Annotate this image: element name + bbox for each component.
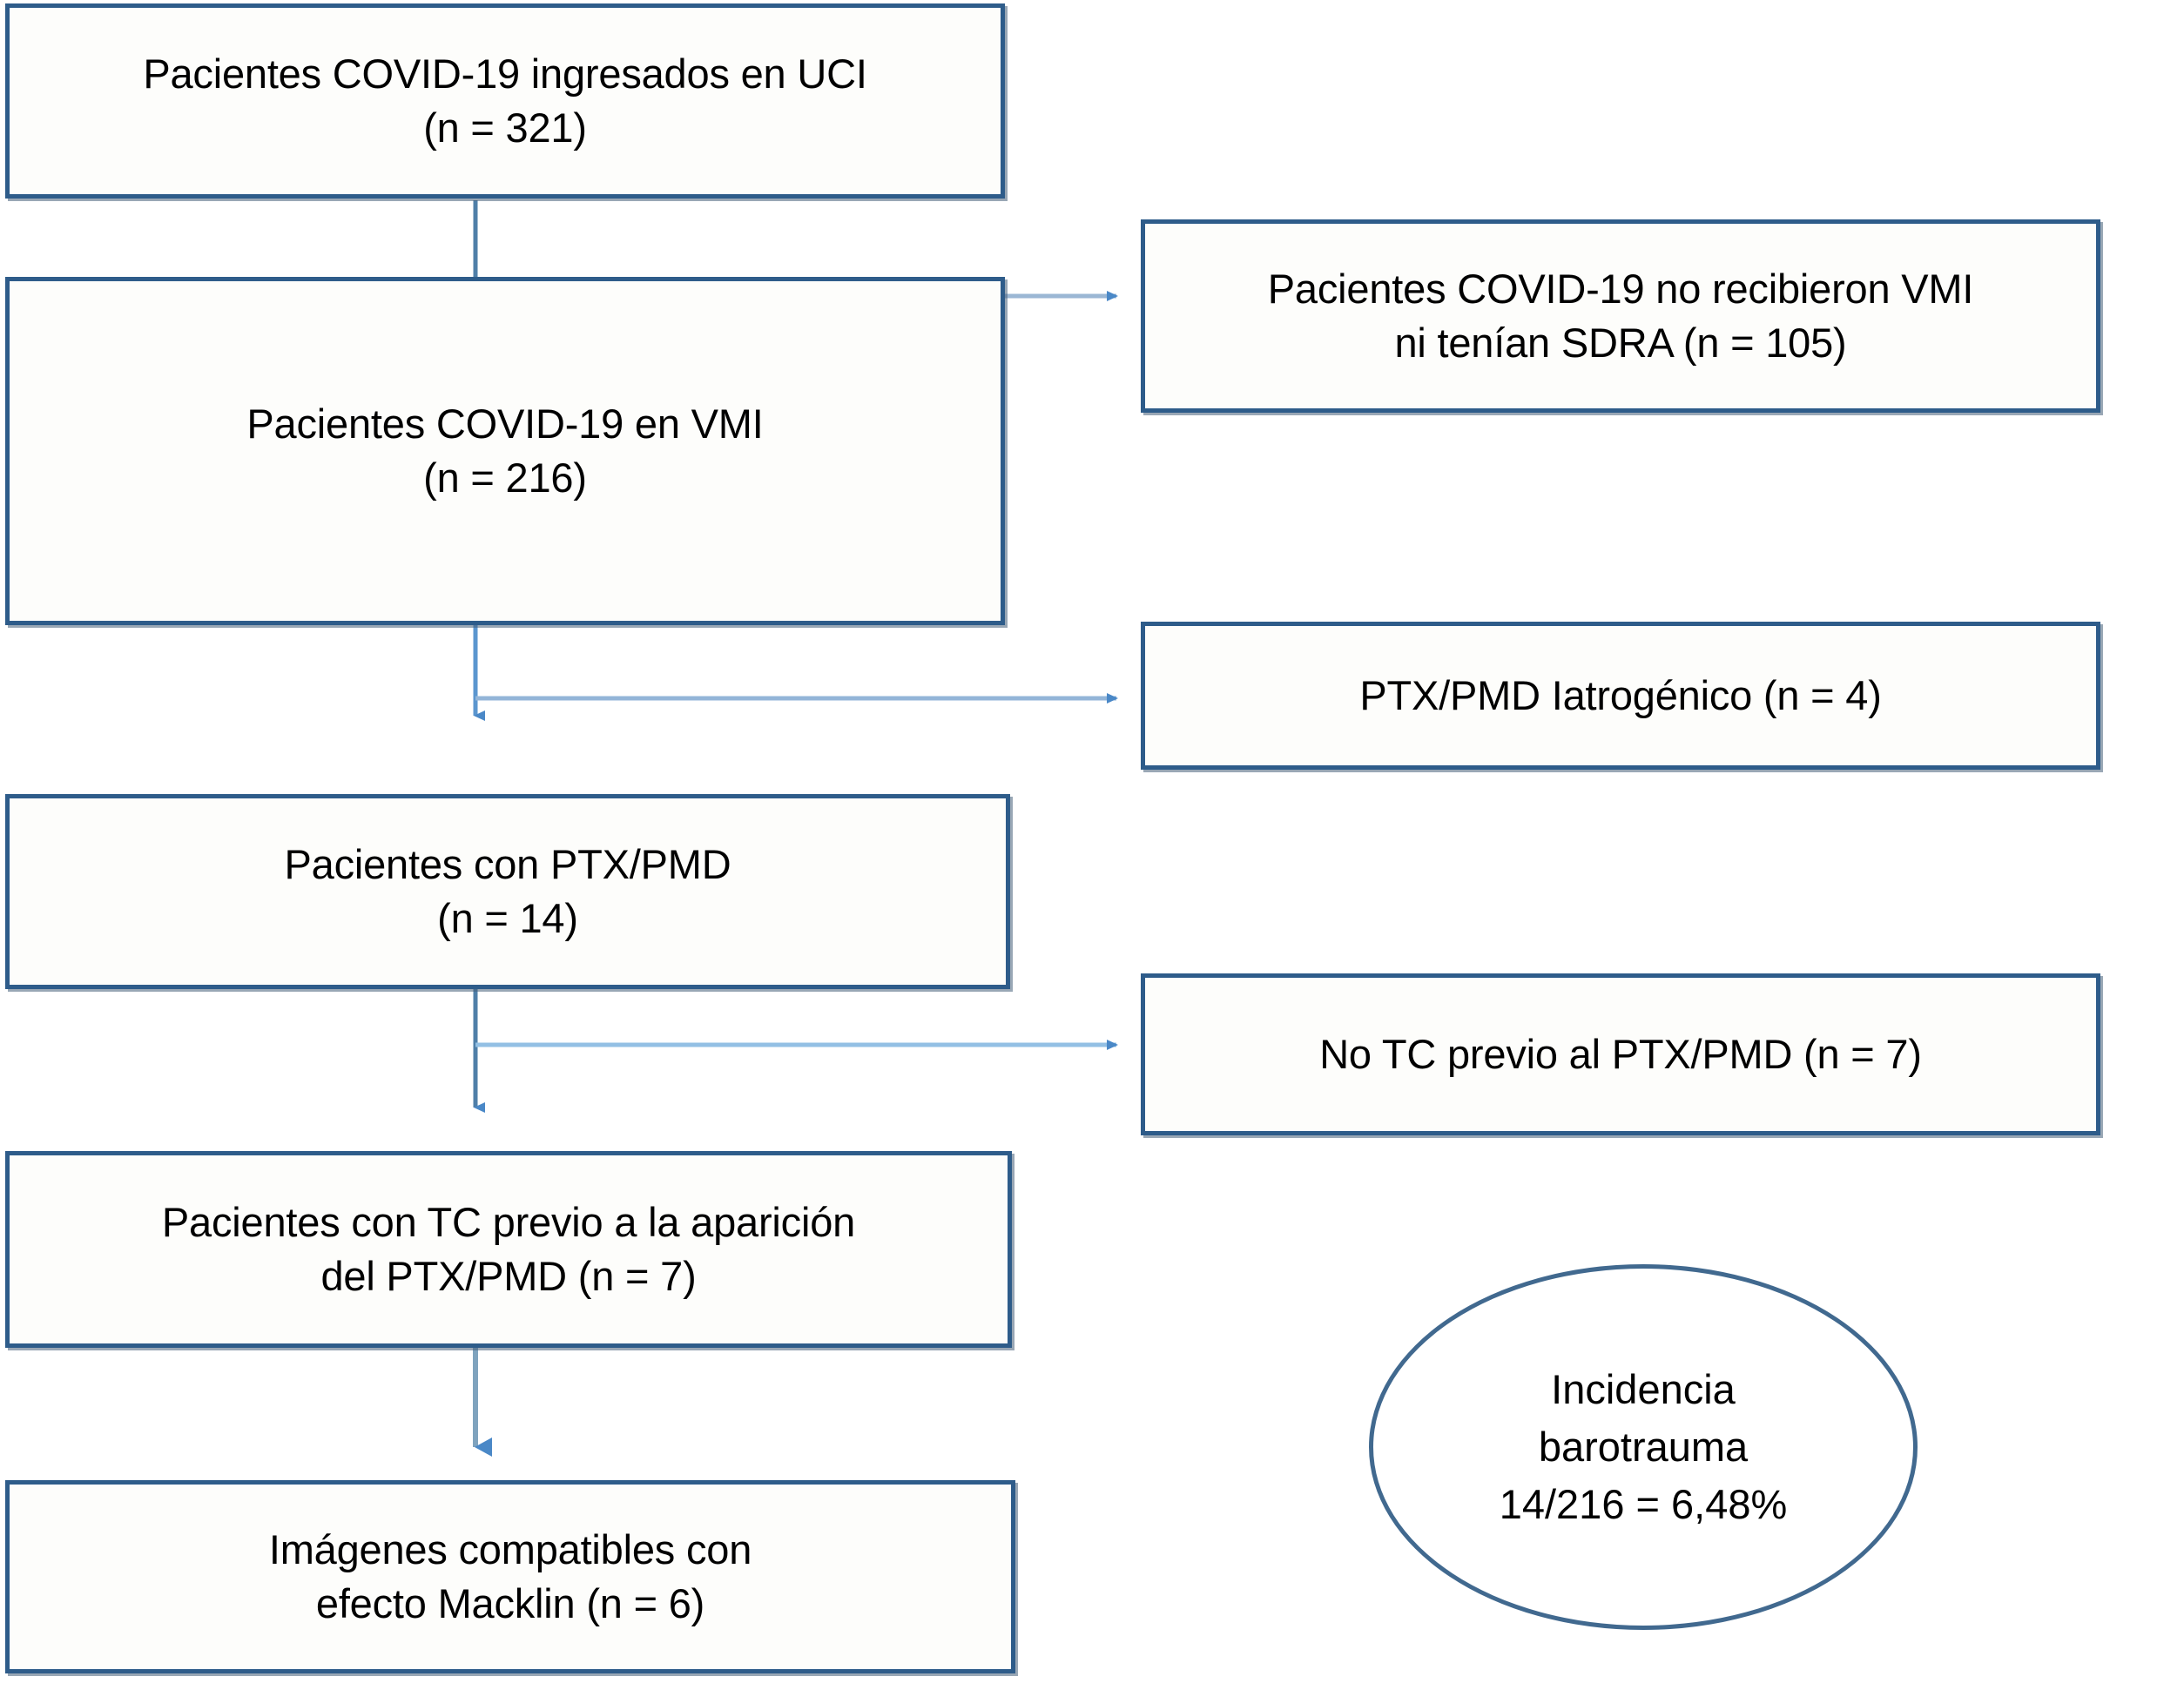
node-barotrauma-incidence[interactable]: Incidencia barotrauma 14/216 = 6,48% [1369,1264,1918,1630]
node-excluded-no-imv-no-ards[interactable]: Pacientes COVID-19 no recibieron VMI ni … [1141,219,2100,413]
node-excluded-no-imv-no-ards-label: Pacientes COVID-19 no recibieron VMI ni … [1267,265,1974,366]
node-macklin-images[interactable]: Imágenes compatibles con efecto Macklin … [5,1480,1015,1673]
node-macklin-images-label: Imágenes compatibles con efecto Macklin … [268,1525,752,1626]
node-patients-ct-prior-label: Pacientes con TC previo a la aparición d… [161,1198,856,1299]
node-excluded-no-ct-prior-label: No TC previo al PTX/PMD (n = 7) [1319,1030,1922,1077]
node-patients-imv[interactable]: Pacientes COVID-19 en VMI (n = 216) [5,277,1005,625]
node-patients-imv-label: Pacientes COVID-19 en VMI (n = 216) [246,400,764,501]
node-barotrauma-incidence-label: Incidencia barotrauma 14/216 = 6,48% [1499,1366,1788,1527]
node-excluded-iatrogenic[interactable]: PTX/PMD Iatrogénico (n = 4) [1141,622,2100,770]
node-patients-ct-prior[interactable]: Pacientes con TC previo a la aparición d… [5,1151,1012,1348]
node-excluded-no-ct-prior[interactable]: No TC previo al PTX/PMD (n = 7) [1141,973,2100,1135]
node-excluded-iatrogenic-label: PTX/PMD Iatrogénico (n = 4) [1359,671,1882,718]
node-patients-ptx-pmd[interactable]: Pacientes con PTX/PMD (n = 14) [5,794,1010,989]
node-patients-ptx-pmd-label: Pacientes con PTX/PMD (n = 14) [284,840,731,941]
node-patients-icu-label: Pacientes COVID-19 ingresados en UCI (n … [143,50,867,151]
node-patients-icu[interactable]: Pacientes COVID-19 ingresados en UCI (n … [5,3,1005,199]
